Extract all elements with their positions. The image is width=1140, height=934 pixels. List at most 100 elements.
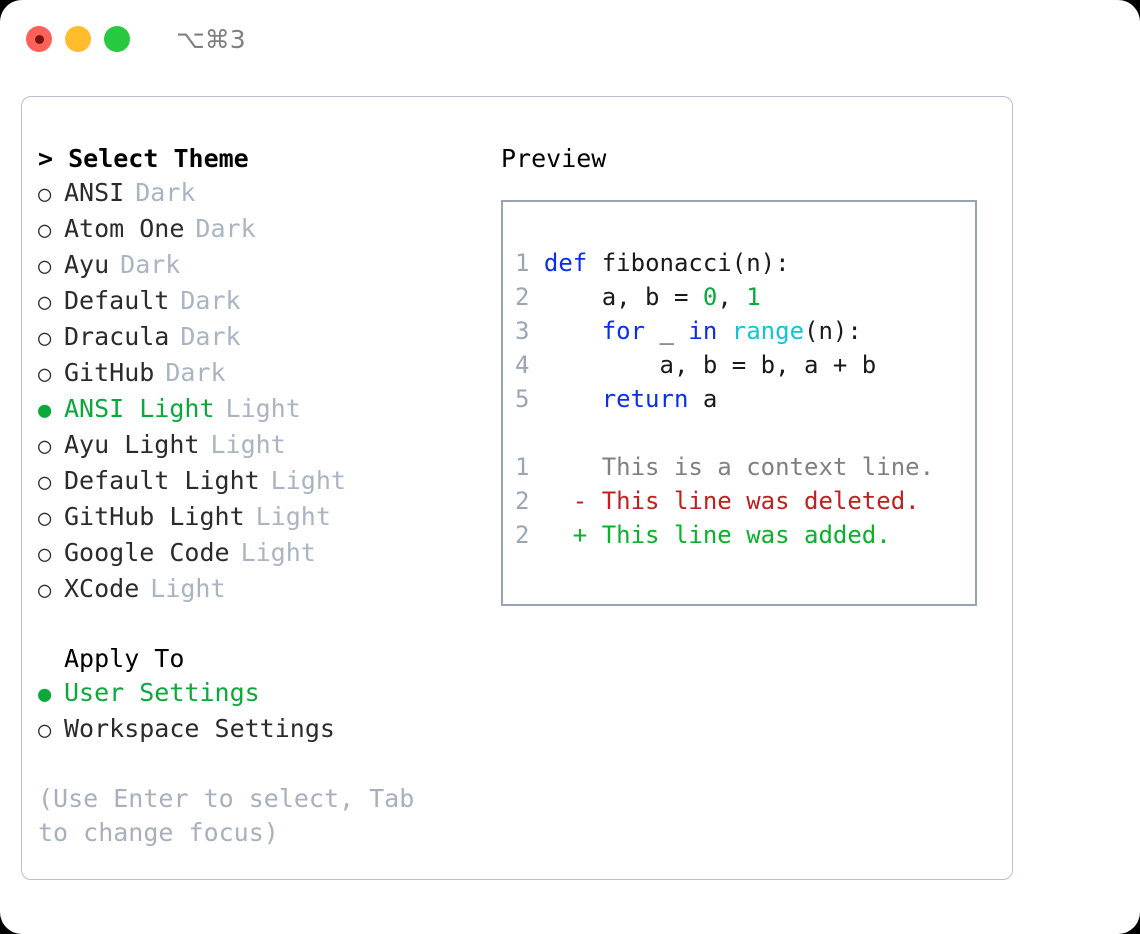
theme-option-xcode[interactable]: ○ XCode Light [38, 572, 498, 608]
minimize-window-icon[interactable] [65, 26, 91, 52]
radio-unselected-icon: ○ [38, 254, 52, 279]
code-line: 4 a, b = b, a + b [515, 348, 975, 382]
theme-option-tag: Dark [165, 358, 226, 387]
code-token-num: 0 [702, 283, 718, 311]
radio-selected-icon: ● [38, 682, 52, 707]
select-theme-heading: > Select Theme [38, 144, 249, 173]
theme-option-default-light[interactable]: ○ Default Light Light [38, 464, 498, 500]
radio-selected-icon: ● [38, 398, 52, 423]
close-window-icon[interactable] [26, 26, 52, 52]
code-gutter-space [529, 249, 543, 277]
theme-option-label: GitHub [64, 358, 155, 387]
theme-option-label: ANSI [64, 178, 125, 207]
code-token-plain: _ [645, 317, 689, 345]
theme-option-tag: Light [255, 502, 331, 531]
radio-unselected-icon: ○ [38, 218, 52, 243]
code-line-number: 4 [515, 351, 530, 379]
code-token-plain [544, 385, 602, 413]
apply-to-option-label: Workspace Settings [64, 714, 335, 743]
apply-to-option-list: ● User Settings ○Workspace Settings [38, 676, 498, 748]
theme-option-tag: Light [150, 574, 226, 603]
theme-option-label: Dracula [64, 322, 170, 351]
diff-marker-icon: - [529, 487, 602, 515]
radio-unselected-icon: ○ [38, 542, 52, 567]
diff-line-text: This line was deleted. [601, 487, 920, 515]
code-token-plain: a [688, 385, 718, 413]
code-line: 3 for _ in range(n): [515, 314, 975, 348]
code-token-plain [717, 317, 731, 345]
radio-unselected-icon: ○ [38, 362, 52, 387]
theme-option-tag: Light [210, 430, 286, 459]
theme-option-tag: Light [240, 538, 316, 567]
code-token-plain: a, b = b, a + b [543, 351, 877, 379]
maximize-window-icon[interactable] [104, 26, 130, 52]
theme-option-ansi-light[interactable]: ● ANSI Light Light [38, 392, 498, 428]
radio-unselected-icon: ○ [38, 578, 52, 603]
code-line-number: 5 [515, 385, 530, 413]
radio-unselected-icon: ○ [38, 290, 52, 315]
theme-option-tag: Dark [180, 286, 241, 315]
code-gutter-space [529, 283, 543, 311]
code-token-kw: def [543, 249, 588, 277]
radio-unselected-icon: ○ [38, 182, 52, 207]
theme-option-tag: Light [225, 394, 301, 423]
diff-line-ctx: 1 This is a context line. [515, 450, 975, 484]
code-gutter-space [529, 351, 543, 379]
diff-marker-icon: + [529, 521, 602, 549]
code-gutter-space [529, 317, 543, 345]
code-line: 1 def fibonacci(n): [515, 246, 975, 280]
diff-line-del: 2 - This line was deleted. [515, 484, 975, 518]
code-token-kw: in [688, 317, 718, 345]
radio-unselected-icon: ○ [38, 470, 52, 495]
theme-option-label: Default Light [64, 466, 260, 495]
code-token-plain: fibonacci(n): [587, 249, 790, 277]
preview-heading: Preview [501, 144, 607, 173]
code-token-plain [544, 317, 602, 345]
theme-option-label: ANSI Light [64, 394, 215, 423]
code-line: 2 a, b = 0, 1 [515, 280, 975, 314]
apply-to-option-user-settings[interactable]: ● User Settings [38, 676, 498, 712]
code-token-plain: (n): [804, 317, 862, 345]
apply-to-option-label: User Settings [64, 678, 260, 707]
theme-option-label: GitHub Light [64, 502, 245, 531]
diff-line-number: 2 [515, 487, 530, 515]
theme-option-tag: Light [270, 466, 346, 495]
theme-option-ansi[interactable]: ○ ANSI Dark [38, 176, 498, 212]
theme-option-tag: Dark [195, 214, 256, 243]
diff-line-number: 1 [515, 453, 530, 481]
code-line-number: 2 [515, 283, 530, 311]
diff-marker-icon [529, 453, 601, 481]
theme-option-label: XCode [64, 574, 140, 603]
code-token-kw: return [601, 385, 689, 413]
window-controls [26, 26, 130, 52]
code-line: 5 return a [515, 382, 975, 416]
apply-to-option-workspace-settings[interactable]: ○Workspace Settings [38, 712, 498, 748]
code-line-number: 1 [515, 249, 530, 277]
radio-unselected-icon: ○ [38, 326, 52, 351]
theme-option-google-code[interactable]: ○ Google Code Light [38, 536, 498, 572]
code-gutter-space [529, 385, 543, 413]
code-token-num: 1 [746, 283, 761, 311]
diff-line-text: This is a context line. [601, 453, 935, 481]
theme-option-github[interactable]: ○ GitHub Dark [38, 356, 498, 392]
theme-option-label: Ayu Light [64, 430, 200, 459]
theme-option-label: Default [64, 286, 170, 315]
diff-line-number: 2 [515, 521, 530, 549]
keyboard-shortcut-label: ⌥⌘3 [176, 24, 246, 54]
theme-option-tag: Dark [135, 178, 196, 207]
code-token-plain: , [717, 283, 747, 311]
preview-column: Preview 1 def fibonacci(n):2 a, b = 0, 1… [501, 142, 991, 606]
theme-option-default[interactable]: ○ Default Dark [38, 284, 498, 320]
theme-option-label: Google Code [64, 538, 230, 567]
code-token-fn: range [731, 317, 805, 345]
